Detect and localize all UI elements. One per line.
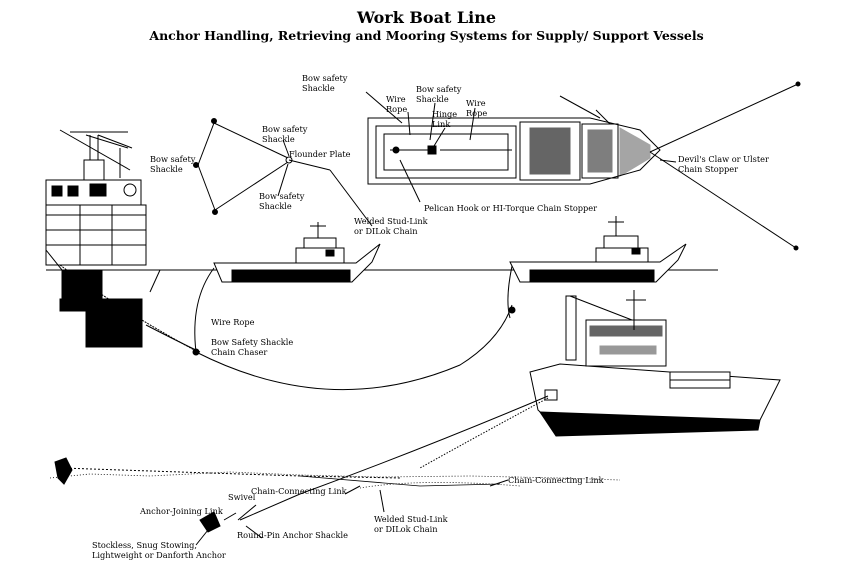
label-line: Shackle	[262, 133, 295, 144]
label-line: Welded Stud-Link	[374, 514, 448, 524]
label-line: Chain Chaser	[211, 346, 268, 357]
anchor-left	[54, 457, 73, 485]
label-line: Wire	[466, 98, 486, 108]
label-bow-safety-shackle-c: Bow safety Shackle	[259, 191, 305, 211]
diagram-title: Work Boat Line	[356, 8, 497, 27]
label-line: Shackle	[302, 82, 335, 93]
offshore-platform	[45, 129, 161, 348]
seabed-chain	[239, 395, 549, 521]
label-line: Bow safety	[302, 73, 348, 83]
label-hinge-link: Hinge Link	[432, 109, 458, 129]
label-devils-claw: Devil's Claw or Ulster Chain Stopper	[678, 154, 769, 174]
label-round-pin-shackle: Round-Pin Anchor Shackle	[237, 530, 348, 540]
diagram-subtitle: Anchor Handling, Retrieving and Mooring …	[149, 28, 704, 43]
label-line: Bow safety	[262, 124, 308, 134]
label-line: Shackle	[416, 93, 449, 104]
label-line: Rope	[386, 103, 408, 114]
anchor-right	[199, 511, 221, 533]
label-chain-connecting-link-right: Chain-Connecting Link	[508, 475, 604, 485]
label-bow-safety-shackle-mid: Bow safety Shackle	[416, 84, 462, 104]
label-line: Bow safety	[416, 84, 462, 94]
label-wire-rope-1: Wire Rope	[386, 94, 408, 114]
label-line: Devil's Claw or Ulster	[678, 154, 769, 164]
vessel-mid-left	[213, 222, 381, 283]
label-bow-safety-shackle-a: Bow safety Shackle	[262, 124, 308, 144]
label-line: or DILok Chain	[374, 523, 438, 534]
label-anchor-joining-link: Anchor-Joining Link	[140, 506, 223, 516]
label-line: or DILok Chain	[354, 225, 418, 236]
label-wire-rope-lower: Wire Rope	[211, 317, 255, 327]
label-flounder-plate: Flounder Plate	[289, 149, 351, 159]
label-line: Bow Safety Shackle	[211, 337, 294, 347]
label-line: Rope	[466, 107, 488, 118]
label-pelican-hook: Pelican Hook or HI-Torque Chain Stopper	[424, 203, 598, 213]
label-bow-safety-shackle-b: Bow safety Shackle	[150, 154, 196, 174]
label-line: Bow safety	[259, 191, 305, 201]
label-bow-safety-chaser: Bow Safety Shackle Chain Chaser	[211, 337, 294, 357]
label-line: Stockless, Snug Stowing,	[92, 540, 198, 550]
label-wire-rope-2: Wire Rope	[466, 98, 488, 118]
tow-wire-upper	[649, 83, 799, 153]
label-line: Wire	[386, 94, 406, 104]
label-line: Hinge	[432, 109, 458, 119]
catenary-bottom	[195, 304, 513, 391]
label-line: Bow safety	[150, 154, 196, 164]
label-swivel: Swivel	[228, 492, 256, 502]
label-line: Link	[432, 118, 451, 129]
label-welded-stud-link-top: Welded Stud-Link or DILok Chain	[354, 216, 428, 236]
label-line: Lightweight or Danforth Anchor	[92, 549, 226, 560]
catenary-wire-right	[507, 265, 513, 319]
vessel-plan-view	[367, 95, 661, 185]
label-welded-stud-link-bottom: Welded Stud-Link or DILok Chain	[374, 514, 448, 534]
vessel-mid-right	[509, 216, 687, 283]
label-chain-connecting-link-left: Chain-Connecting Link	[251, 486, 347, 496]
tow-wire-lower	[649, 151, 797, 249]
label-line: Shackle	[150, 163, 183, 174]
label-line: Shackle	[259, 200, 292, 211]
label-bow-safety-shackle-top: Bow safety Shackle	[302, 73, 348, 93]
catenary-wire-mid	[194, 267, 215, 353]
label-stockless-anchor: Stockless, Snug Stowing, Lightweight or …	[92, 540, 226, 560]
label-line: Chain Stopper	[678, 163, 738, 174]
label-line: Welded Stud-Link	[354, 216, 428, 226]
vessel-large	[529, 290, 781, 437]
seabed-line	[49, 471, 621, 481]
bridle-assembly	[193, 118, 373, 227]
